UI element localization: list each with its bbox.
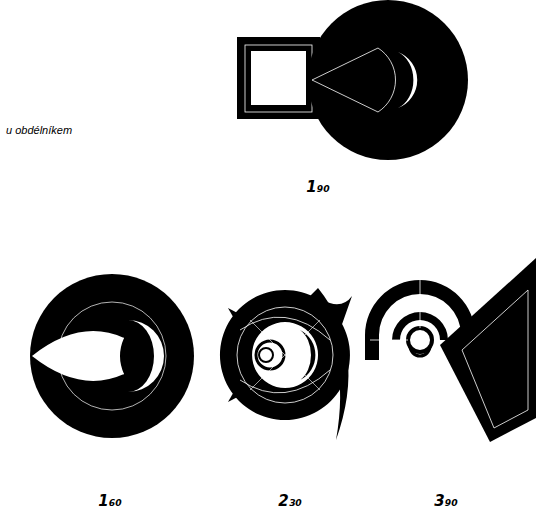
ring-wedge-figure bbox=[365, 252, 536, 442]
disc-figure bbox=[308, 0, 468, 160]
leaf-disc-figure bbox=[30, 274, 194, 438]
overlapping-arcs-figure bbox=[220, 288, 352, 440]
square-frame bbox=[237, 37, 320, 119]
figure-number: 3₉₀ bbox=[434, 492, 458, 510]
figure-number: 1₆₀ bbox=[98, 492, 122, 510]
figure-number: 2₃₀ bbox=[278, 492, 302, 510]
figure-number: 1₉₀ bbox=[306, 178, 330, 196]
caption-fragment: u obdélníkem bbox=[6, 124, 72, 136]
